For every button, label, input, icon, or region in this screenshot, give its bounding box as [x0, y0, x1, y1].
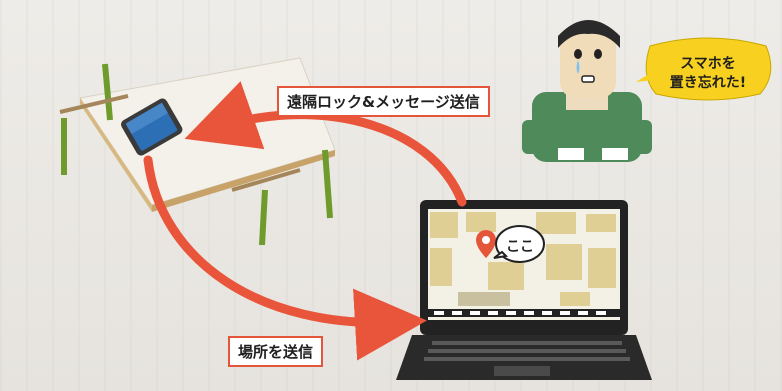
table-rail	[59, 94, 129, 114]
table-edge	[152, 150, 335, 212]
map-block	[560, 292, 590, 306]
person-speech-line1: スマホを	[680, 56, 736, 72]
table-leg	[102, 63, 113, 121]
map-block	[546, 244, 582, 280]
map-block	[488, 262, 524, 290]
person-arm-right	[618, 120, 652, 154]
person	[522, 20, 652, 162]
map-road-dashes	[434, 311, 606, 315]
table-rail	[231, 168, 301, 192]
send-location-label: 場所を送信	[228, 336, 324, 367]
person-face	[560, 26, 616, 98]
person-tear	[576, 60, 580, 74]
person-eye-right	[594, 49, 602, 59]
map-block	[458, 292, 510, 306]
person-speech-line2: 置き忘れた!	[669, 75, 747, 91]
arrow-send-location	[143, 155, 427, 361]
map-block	[466, 212, 496, 232]
person-speech-text: スマホを 置き忘れた!	[650, 55, 766, 93]
table-leg	[259, 189, 268, 246]
person-eye-left	[574, 49, 582, 59]
map-block	[586, 214, 616, 232]
phone-screen	[126, 103, 178, 151]
table-leg	[322, 149, 333, 219]
laptop-trackpad	[494, 366, 550, 376]
remote-lock-message-label: 遠隔ロック&メッセージ送信	[277, 86, 490, 117]
phone-screen-glare	[125, 102, 168, 135]
person-mouth	[581, 75, 595, 83]
person-hair	[558, 20, 620, 48]
person-shirt	[532, 92, 642, 162]
person-hand-left	[558, 148, 584, 160]
map-block	[588, 248, 616, 288]
person-speech-bubble	[636, 37, 772, 101]
map-block	[430, 248, 452, 286]
smartphone	[121, 98, 183, 156]
laptop	[396, 200, 652, 380]
table-edge-left	[80, 98, 152, 212]
map-block	[536, 212, 576, 234]
laptop-keyboard	[424, 341, 630, 361]
map-block	[430, 212, 458, 238]
map-pin-icon	[476, 230, 496, 258]
pin-speech-bubble	[493, 225, 545, 263]
arrow-remote-lock	[184, 81, 467, 207]
map-pin-speech-text: ここ	[506, 239, 534, 255]
person-hand-right	[602, 148, 628, 160]
person-arm-left	[522, 120, 556, 154]
